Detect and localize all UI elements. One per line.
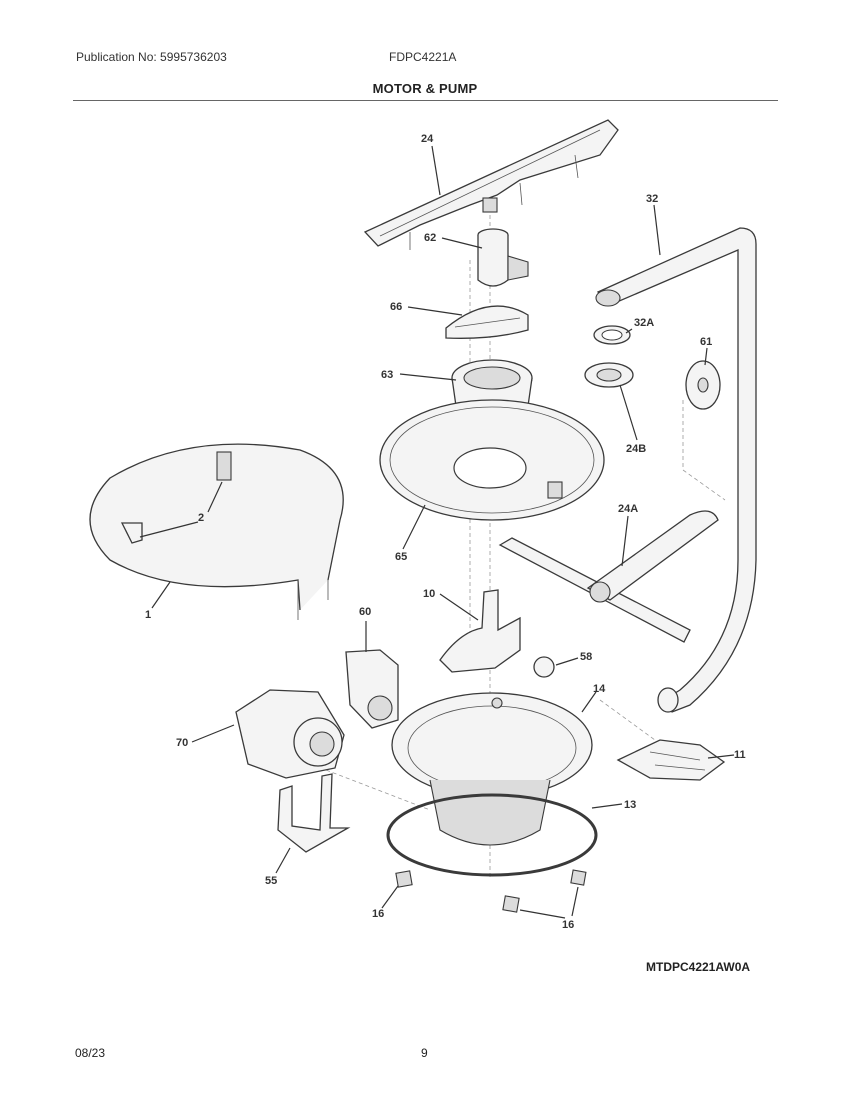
label-24: 24 xyxy=(421,133,434,145)
wash-motor xyxy=(235,689,345,779)
leader-lines xyxy=(139,145,735,919)
label-16-right: 16 xyxy=(562,919,574,931)
filter-ring xyxy=(445,305,529,339)
label-32: 32 xyxy=(646,193,658,205)
motor-bracket xyxy=(277,773,351,853)
supply-tube xyxy=(595,227,757,713)
label-60: 60 xyxy=(359,606,371,618)
label-14: 14 xyxy=(593,683,606,695)
label-55: 55 xyxy=(265,875,277,887)
label-61: 61 xyxy=(700,336,712,348)
spray-arm-hub xyxy=(477,228,529,287)
label-66: 66 xyxy=(390,301,402,313)
label-63: 63 xyxy=(381,369,393,381)
label-70: 70 xyxy=(176,737,188,749)
drain-pump xyxy=(345,649,399,729)
section-title: MOTOR & PUMP xyxy=(372,81,478,96)
sump-assembly xyxy=(391,692,593,846)
label-11: 11 xyxy=(734,749,746,761)
label-10: 10 xyxy=(423,588,435,600)
label-58: 58 xyxy=(580,651,592,663)
heating-element xyxy=(89,443,344,620)
footer-date: 08/23 xyxy=(75,1046,106,1060)
label-65: 65 xyxy=(395,551,407,563)
upper-spray-arm xyxy=(363,119,619,250)
header-rule xyxy=(73,100,778,101)
label-62: 62 xyxy=(424,232,436,244)
tube-seal xyxy=(593,325,631,345)
sump-feet xyxy=(395,869,587,913)
label-24a: 24A xyxy=(618,503,638,515)
element-clips xyxy=(120,451,232,544)
label-16-left: 16 xyxy=(372,908,384,920)
diverter-housing xyxy=(439,589,521,673)
filter-plate xyxy=(379,399,605,521)
publication-number: Publication No: 5995736203 xyxy=(76,50,227,64)
tube-gasket-disc xyxy=(685,360,721,410)
label-1: 1 xyxy=(145,609,151,621)
label-32a: 32A xyxy=(634,317,654,329)
drain-screen xyxy=(616,739,726,781)
model-number: FDPC4221A xyxy=(389,50,457,64)
spray-arm-bearing xyxy=(584,362,634,388)
check-ball xyxy=(533,656,555,678)
label-24b: 24B xyxy=(626,443,646,455)
diagram-code: MTDPC4221AW0A xyxy=(646,960,751,974)
label-2: 2 xyxy=(198,512,204,524)
label-13: 13 xyxy=(624,799,636,811)
sump-gasket xyxy=(386,793,598,877)
page-number: 9 xyxy=(421,1046,428,1060)
lower-spray-arm xyxy=(498,510,719,643)
